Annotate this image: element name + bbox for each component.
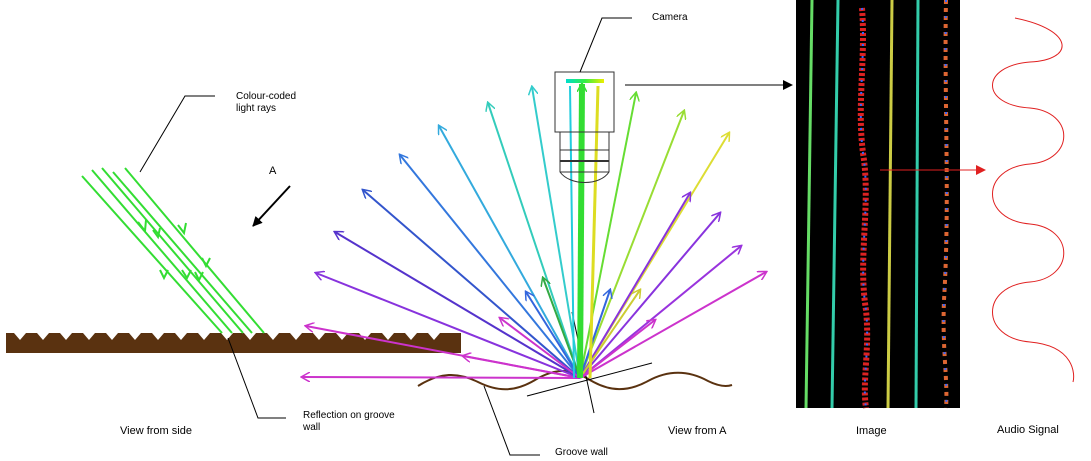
camera-beam-yellow: [588, 85, 600, 379]
ray-arrowhead: [177, 222, 187, 236]
image-track: [886, 0, 894, 409]
reflected-ray: [532, 87, 581, 379]
image-panel: Image: [796, 0, 986, 437]
reflected-ray: [579, 111, 684, 379]
label-reflection-1: Reflection on groove: [303, 410, 395, 421]
reflected-ray: [463, 356, 581, 379]
light-ray: [101, 167, 244, 334]
leader-groove-wall: [483, 385, 540, 456]
camera: [554, 71, 615, 183]
image-track-modulated: [941, 0, 949, 409]
label-camera: Camera: [652, 12, 688, 23]
label-colour-coded-1: Colour-coded: [236, 91, 296, 102]
ray-arrowhead: [194, 271, 204, 283]
reflected-ray: [579, 93, 636, 379]
reflected-ray: [316, 273, 581, 379]
reflected-ray: [579, 272, 766, 379]
camera-beam-cyan: [569, 85, 575, 379]
audio-panel: Audio Signal: [992, 17, 1075, 436]
label-reflection-2: wall: [302, 422, 320, 433]
groove-wall-wave: [417, 370, 733, 391]
reflected-ray: [400, 155, 581, 379]
groove-strip: [6, 333, 461, 353]
audio-waveform: [992, 17, 1075, 383]
view-a-arrow: [252, 185, 291, 227]
leader-colour-coded: [139, 95, 215, 173]
label-view-from-side: View from side: [120, 425, 192, 437]
light-ray: [112, 171, 253, 334]
label-view-a: A: [269, 165, 277, 177]
leader-camera: [579, 17, 632, 73]
image-track: [804, 0, 814, 409]
label-view-from-a: View from A: [668, 425, 727, 437]
reflected-ray: [579, 193, 690, 379]
leader-reflection: [227, 337, 286, 419]
tilt-line: [526, 362, 653, 397]
ray-arrowhead: [137, 219, 147, 234]
light-ray: [91, 169, 233, 334]
reflected-ray: [579, 290, 610, 379]
label-audio-signal: Audio Signal: [997, 424, 1059, 436]
reflected-ray: [488, 103, 581, 379]
light-rays-side: [81, 167, 265, 334]
side-view: Colour-coded light rays A Reflection on …: [6, 91, 461, 437]
image-track: [830, 0, 840, 409]
reflected-ray-fan: [302, 87, 766, 378]
ray-arrowhead: [181, 269, 192, 281]
ray-arrowhead: [159, 269, 169, 281]
label-image: Image: [856, 425, 887, 437]
ray-arrowhead: [152, 227, 161, 240]
image-track-modulated: [857, 7, 871, 409]
reflected-ray: [335, 232, 581, 379]
image-background: [796, 0, 960, 408]
light-ray: [124, 167, 265, 334]
ray-arrowhead: [201, 257, 211, 269]
reflected-ray: [500, 318, 581, 379]
reflected-ray: [579, 213, 720, 379]
label-colour-coded-2: light rays: [236, 103, 276, 114]
label-groove-wall: Groove wall: [555, 447, 608, 458]
light-ray: [81, 175, 223, 334]
image-track: [914, 0, 920, 409]
reflected-ray: [302, 377, 581, 378]
reflected-ray: [439, 126, 581, 379]
reflected-ray: [363, 190, 581, 379]
reflected-ray: [579, 320, 655, 379]
camera-beam: [580, 84, 582, 379]
front-view: Camera Groove wall View from A: [302, 12, 793, 458]
camera-sensor: [566, 79, 604, 83]
reflected-ray: [526, 292, 581, 379]
